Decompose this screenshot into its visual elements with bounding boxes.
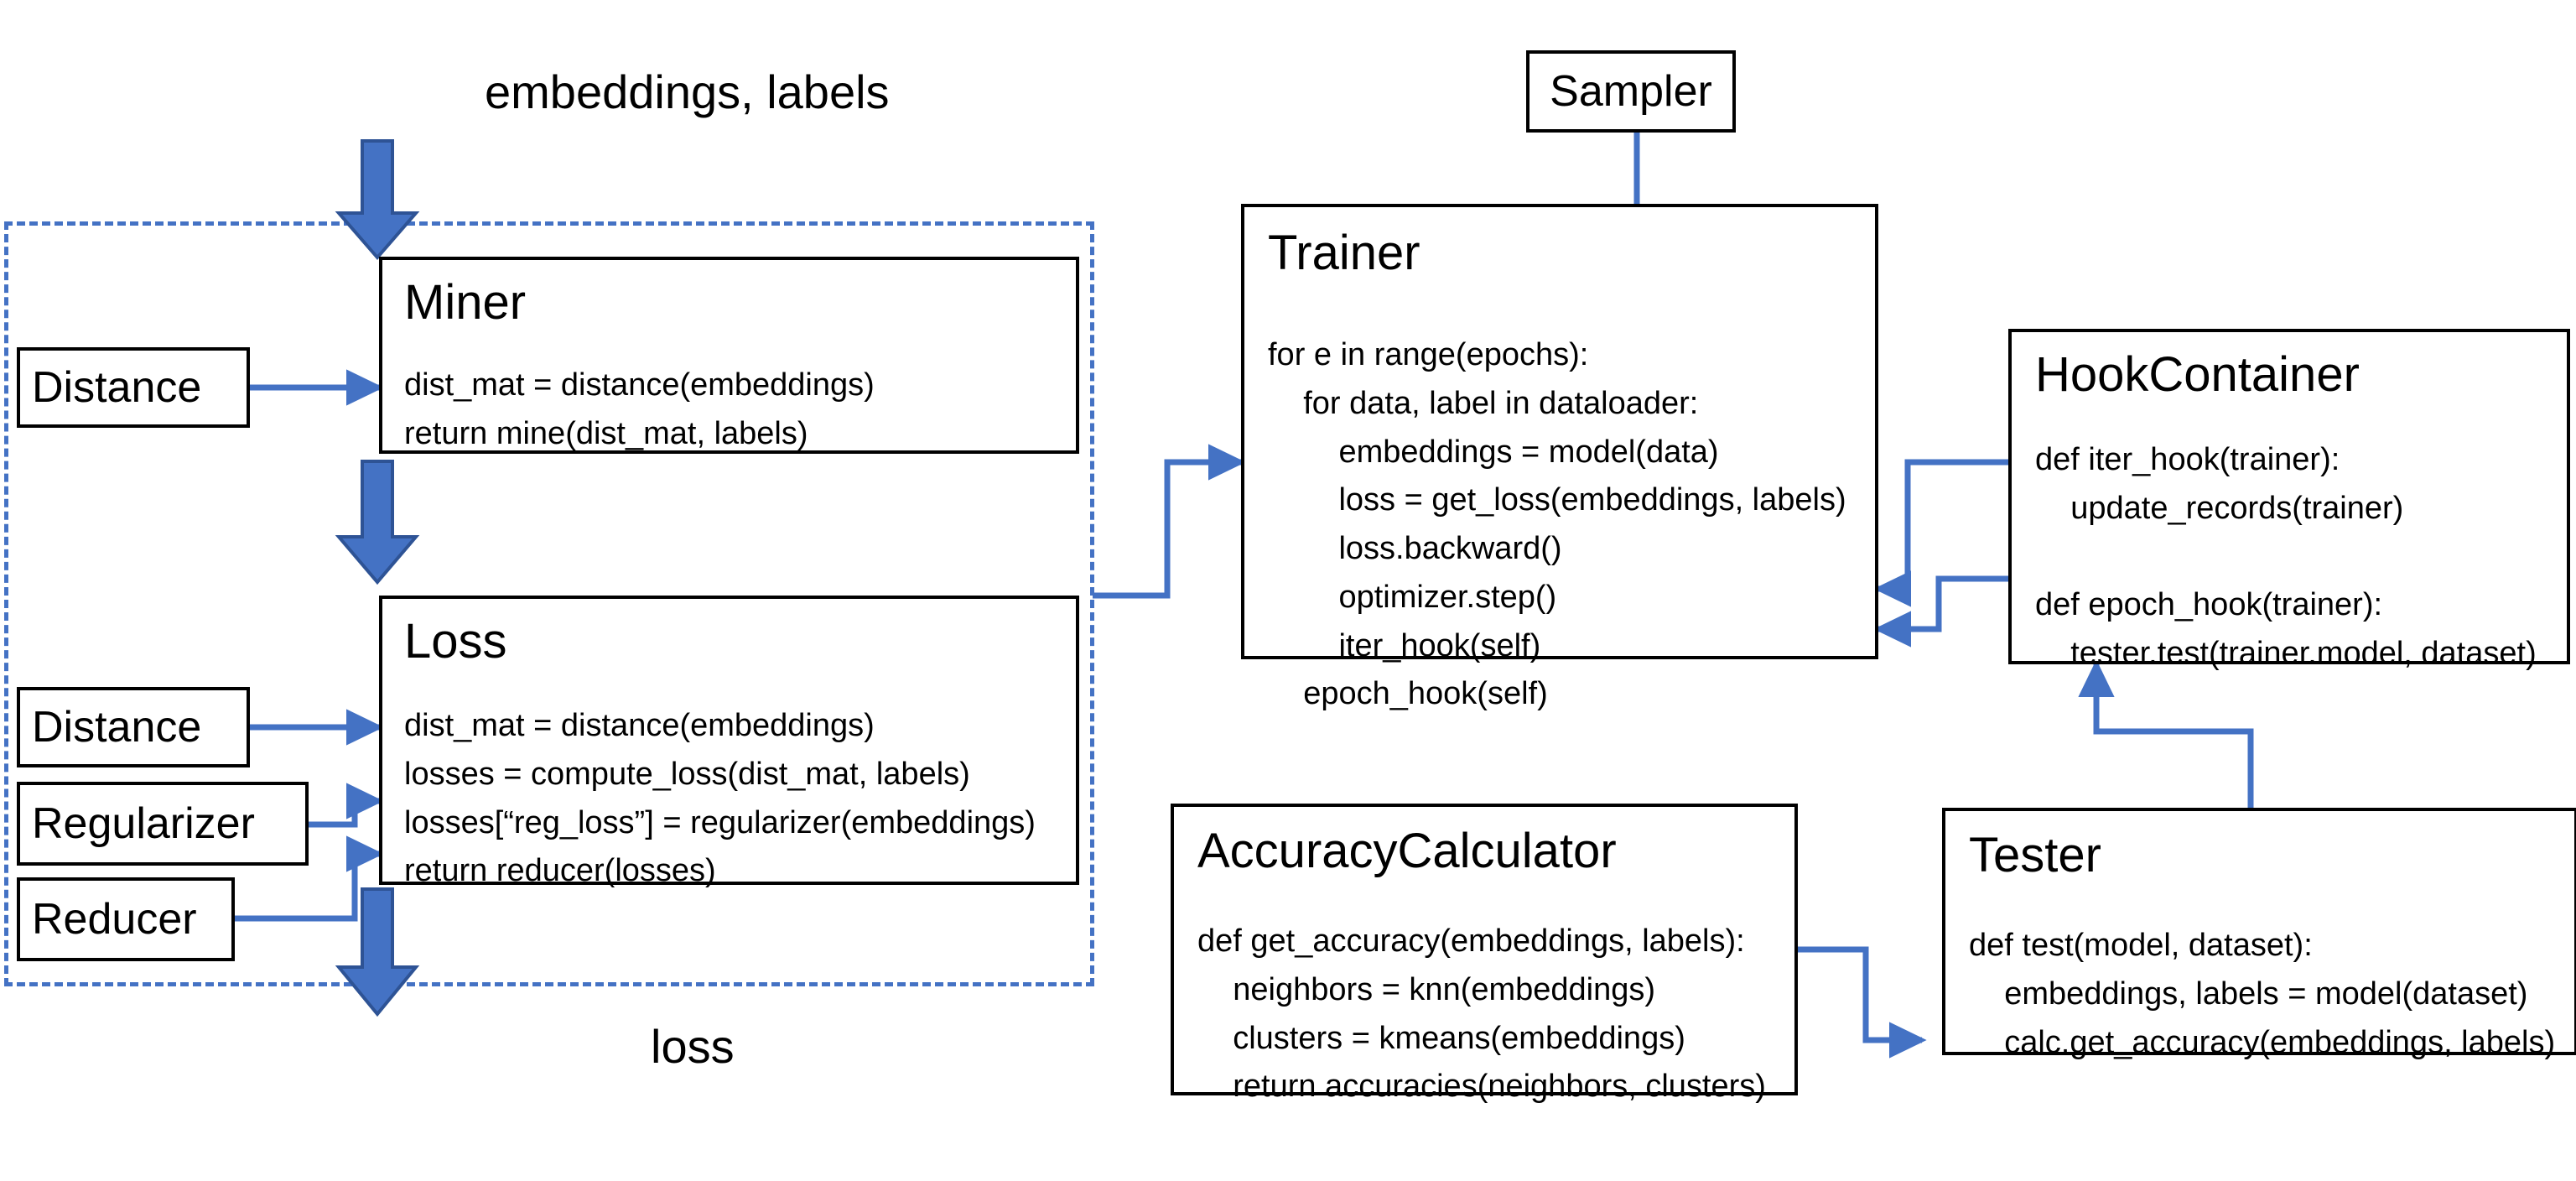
small-box-sampler[interactable]: Sampler bbox=[1526, 50, 1736, 133]
box-title-accuracycalculator: AccuracyCalculator bbox=[1197, 824, 1617, 878]
small-box-regularizer[interactable]: Regularizer bbox=[17, 782, 309, 866]
box-trainer[interactable]: Trainer for e in range(epochs): for data… bbox=[1241, 204, 1878, 711]
small-box-reducer[interactable]: Reducer bbox=[17, 877, 235, 961]
loss-pipeline-group bbox=[4, 221, 1094, 986]
box-code-trainer: for e in range(epochs): for data, label … bbox=[1268, 337, 1846, 712]
box-code-hookcontainer: def iter_hook(trainer): update_records(t… bbox=[2035, 442, 2537, 671]
small-box-distance-loss[interactable]: Distance bbox=[17, 687, 250, 767]
box-code-miner: dist_mat = distance(embeddings) return m… bbox=[404, 367, 875, 451]
small-box-distance-miner[interactable]: Distance bbox=[17, 347, 250, 428]
wire-accuracycalculator-to-tester bbox=[1797, 946, 1927, 1059]
wire-tester-to-hookcontainer bbox=[2078, 659, 2254, 808]
arrow-input-to-miner bbox=[335, 139, 420, 261]
box-code-accuracycalculator: def get_accuracy(embeddings, labels): ne… bbox=[1197, 923, 1766, 1105]
box-miner[interactable]: Miner dist_mat = distance(embeddings) re… bbox=[379, 257, 1079, 454]
small-box-label: Sampler bbox=[1550, 67, 1712, 116]
box-title-miner: Miner bbox=[404, 275, 527, 330]
output-label: loss bbox=[651, 1020, 735, 1073]
box-title-tester: Tester bbox=[1969, 828, 2101, 882]
wire-loss-to-trainer bbox=[1093, 444, 1246, 599]
box-loss[interactable]: Loss dist_mat = distance(embeddings) los… bbox=[379, 596, 1079, 888]
wire-hookcontainer-iterhook-to-trainer bbox=[1873, 459, 2008, 607]
box-accuracycalculator[interactable]: AccuracyCalculator def get_accuracy(embe… bbox=[1171, 804, 1798, 1104]
box-code-tester: def test(model, dataset): embeddings, la… bbox=[1969, 928, 2556, 1060]
box-title-hookcontainer: HookContainer bbox=[2035, 347, 2360, 402]
box-title-loss: Loss bbox=[404, 614, 507, 669]
wire-hookcontainer-epochhook-to-trainer bbox=[1873, 575, 2008, 648]
box-tester[interactable]: Tester def test(model, dataset): embeddi… bbox=[1942, 808, 2576, 1060]
small-box-label: Regularizer bbox=[32, 799, 255, 848]
arrow-loss-to-output bbox=[335, 887, 420, 1017]
box-code-loss: dist_mat = distance(embeddings) losses =… bbox=[404, 708, 1036, 889]
input-label: embeddings, labels bbox=[485, 65, 890, 118]
box-hookcontainer[interactable]: HookContainer def iter_hook(trainer): up… bbox=[2008, 329, 2570, 671]
box-title-trainer: Trainer bbox=[1268, 226, 1420, 280]
small-box-label: Reducer bbox=[32, 895, 197, 944]
small-box-label: Distance bbox=[32, 703, 202, 752]
small-box-label: Distance bbox=[32, 363, 202, 412]
arrow-miner-to-loss bbox=[335, 460, 420, 585]
